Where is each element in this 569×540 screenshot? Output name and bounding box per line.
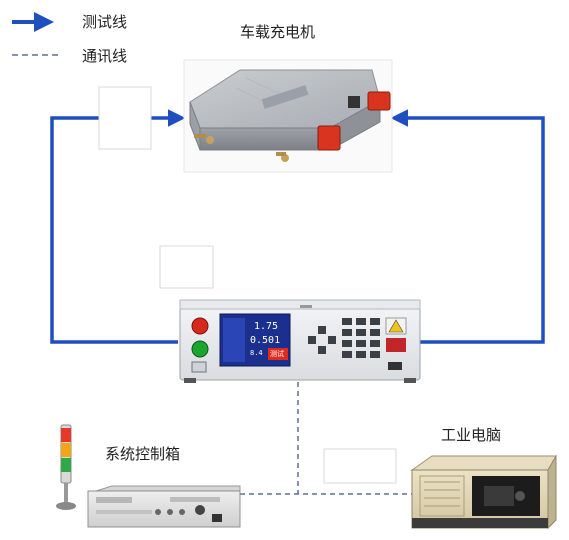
test-line-left xyxy=(50,109,186,344)
charger-device xyxy=(183,59,393,173)
comm-lines xyxy=(240,382,412,495)
placeholder-box-2 xyxy=(159,245,214,289)
industrial-pc-device xyxy=(410,454,557,530)
tester-test-button-label: 测试 xyxy=(270,350,284,358)
charger-red-connector-front xyxy=(317,125,341,151)
placeholder-box-3 xyxy=(323,448,397,484)
tester-green-button xyxy=(191,340,209,358)
test-line-right xyxy=(390,109,545,344)
tester-readout-1: 1.75 xyxy=(254,321,279,332)
control-box-device xyxy=(87,485,241,528)
charger-red-connector-right xyxy=(367,91,391,111)
signal-tower xyxy=(56,424,76,510)
safety-tester xyxy=(179,299,421,383)
charger-label: 车载充电机 xyxy=(240,23,316,41)
legend-comm-line-label: 通讯线 xyxy=(82,47,128,65)
placeholder-box-1 xyxy=(98,86,152,150)
tester-readout-2: 0.501 xyxy=(250,335,281,346)
tester-red-button xyxy=(191,317,209,335)
control-box-label: 系统控制箱 xyxy=(105,445,181,463)
legend xyxy=(12,12,62,56)
legend-test-line-label: 测试线 xyxy=(82,13,128,31)
tester-readout-3: 8.4 xyxy=(250,349,263,357)
tester-keypad xyxy=(308,318,380,358)
industrial-pc-label: 工业电脑 xyxy=(441,426,502,444)
